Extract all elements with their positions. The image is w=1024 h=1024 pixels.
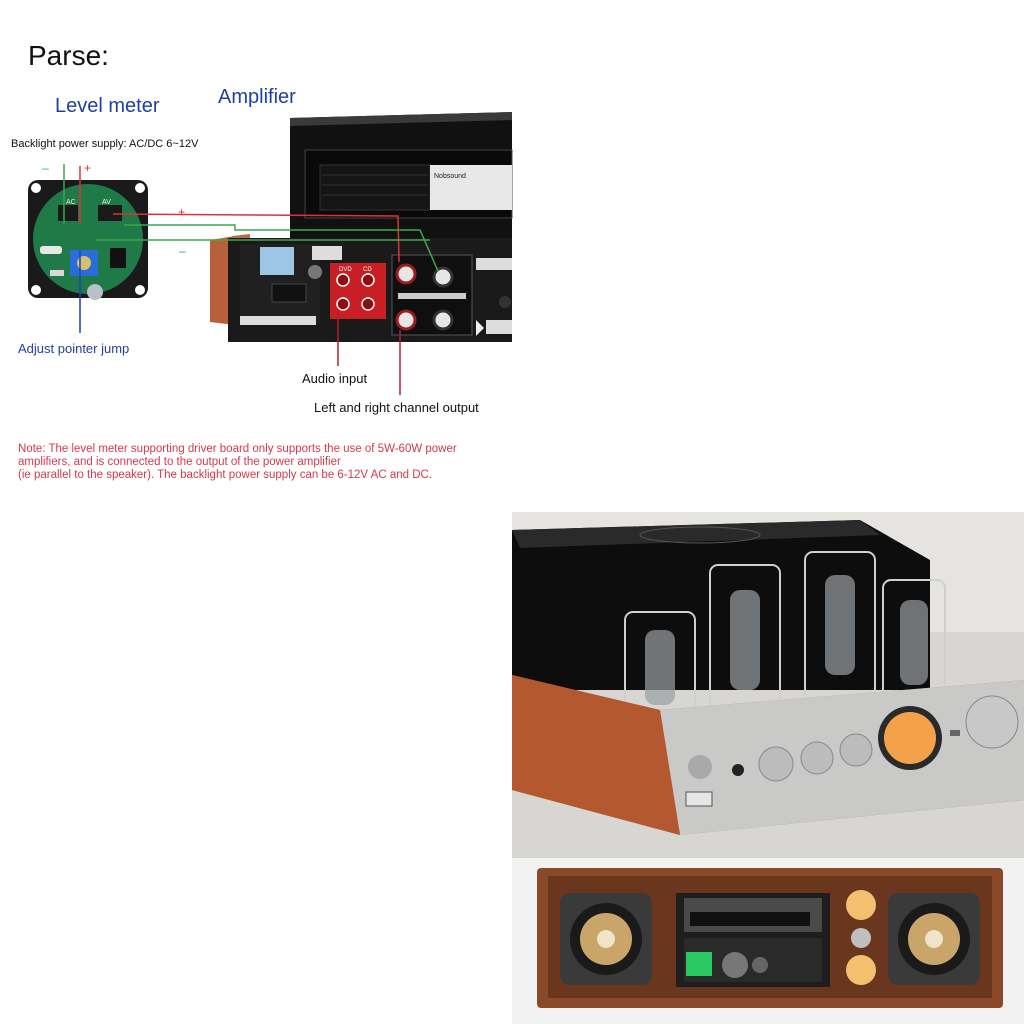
supply-plus-sign: + xyxy=(84,161,91,175)
audio-input-label: Audio input xyxy=(302,371,368,386)
note-text: Note: The level meter supporting driver … xyxy=(18,443,457,482)
channel-output-label: Left and right channel output xyxy=(314,400,479,415)
amplifier-title: Amplifier xyxy=(218,86,296,108)
note-line-1: Note: The level meter supporting driver … xyxy=(18,443,457,455)
note-line-3: (ie parallel to the speaker). The backli… xyxy=(18,469,433,481)
backlight-power-label: Backlight power supply: AC/DC 6~12V xyxy=(11,138,199,150)
level-meter-board: AC AV xyxy=(28,180,148,300)
cd-jack-text: CD xyxy=(363,267,372,273)
wiring xyxy=(63,164,439,395)
dvd-jack-text: DVD xyxy=(339,267,352,273)
wire-plus-sign: + xyxy=(178,205,185,219)
wooden-speaker-photo xyxy=(512,858,1024,1024)
supply-minus-sign: – xyxy=(42,161,49,175)
amp-brand-text: Nobsound xyxy=(434,173,466,180)
amplifier-rear-view: Nobsound DVD CD xyxy=(210,112,513,342)
level-meter-title: Level meter xyxy=(55,95,160,117)
note-line-2: amplifiers, and is connected to the outp… xyxy=(18,456,341,468)
tube-amplifier-photo xyxy=(512,512,1024,858)
page-heading: Parse: xyxy=(28,40,109,71)
board-av-text: AV xyxy=(102,199,111,206)
adjust-pointer-label: Adjust pointer jump xyxy=(18,341,130,356)
board-ac-text: AC xyxy=(66,199,76,206)
wire-minus-sign: – xyxy=(179,244,186,258)
